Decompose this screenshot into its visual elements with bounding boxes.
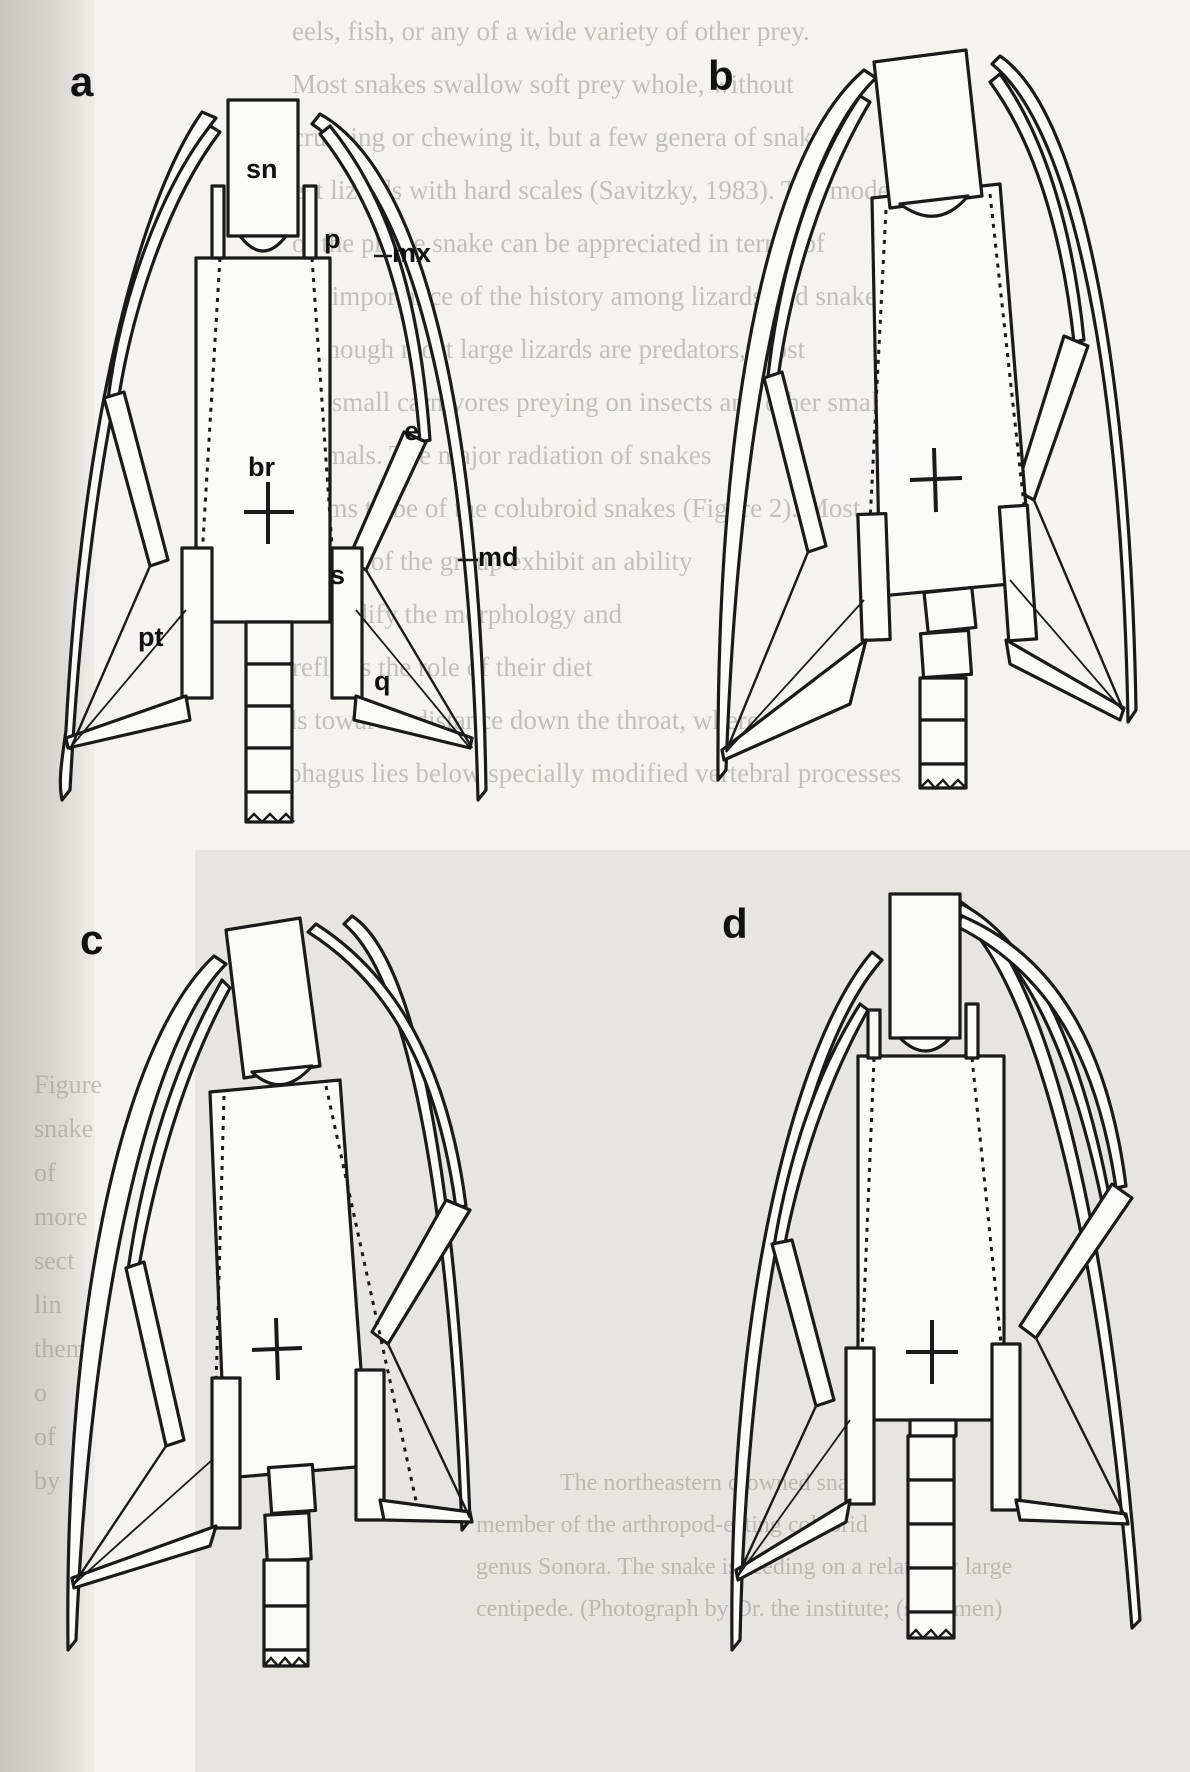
right-quadrate	[380, 1500, 472, 1522]
right-quadrate	[1016, 1500, 1128, 1524]
left-supratemporal	[846, 1348, 874, 1504]
panel-b-skull	[718, 50, 1136, 788]
panel-d-skull	[732, 894, 1140, 1650]
snout-element	[890, 894, 960, 1038]
left-palatine	[868, 1010, 880, 1058]
right-quadrate	[1006, 640, 1124, 720]
vertebra	[920, 720, 966, 764]
left-quadrate	[722, 640, 866, 760]
right-ectopterygoid	[1016, 336, 1088, 500]
left-palatine	[212, 186, 224, 258]
vertebra	[265, 1513, 311, 1561]
snout-tip	[900, 1038, 950, 1051]
right-quadrate	[354, 696, 472, 748]
left-ectopterygoid	[772, 1240, 834, 1406]
label-e: e	[404, 416, 419, 446]
left-quadrate	[736, 1500, 850, 1580]
vertebra	[264, 1606, 308, 1650]
left-quadrate	[72, 1526, 216, 1588]
left-supratemporal	[858, 514, 890, 641]
vertebra	[268, 1465, 315, 1514]
right-supratemporal	[992, 1344, 1020, 1510]
right-supratemporal	[999, 505, 1036, 641]
label-sn: sn	[246, 154, 278, 184]
left-ectopterygoid	[764, 372, 826, 552]
panel-a-skull: sn p mx br e md s pt q	[60, 100, 518, 822]
left-quadrate	[66, 696, 190, 748]
vertebra	[908, 1436, 954, 1480]
left-ectopterygoid	[104, 392, 168, 566]
vertebra	[908, 1612, 954, 1638]
label-md: md	[478, 542, 519, 572]
snout-tip	[240, 236, 286, 251]
label-pt: pt	[138, 622, 163, 652]
panel-c-skull	[68, 916, 472, 1666]
vertebra	[908, 1480, 954, 1524]
label-q: q	[374, 666, 391, 696]
left-supratemporal	[182, 548, 212, 698]
label-br: br	[248, 452, 275, 482]
right-palatine	[304, 186, 316, 258]
vertebra	[246, 706, 292, 748]
vertebra	[910, 1420, 956, 1436]
right-supratemporal	[356, 1370, 384, 1520]
vertebra	[908, 1568, 954, 1612]
vertebra	[246, 664, 292, 706]
vertebra	[246, 622, 292, 664]
vertebra	[921, 630, 972, 677]
snout-element	[874, 50, 982, 208]
label-p: p	[324, 224, 341, 254]
vertebra	[908, 1524, 954, 1568]
vertebra	[924, 588, 976, 633]
vertebra	[246, 792, 292, 822]
right-palatine	[966, 1004, 978, 1058]
vertebra	[246, 748, 292, 792]
label-s: s	[330, 560, 345, 590]
vertebra	[920, 678, 966, 720]
left-supratemporal	[212, 1378, 240, 1528]
snout-element	[226, 918, 320, 1078]
vertebra	[920, 764, 966, 788]
left-ligament-2	[738, 1420, 850, 1576]
label-mx: mx	[392, 238, 431, 268]
left-ectopterygoid	[126, 1262, 184, 1446]
braincase	[196, 258, 330, 622]
vertebra	[264, 1560, 308, 1606]
